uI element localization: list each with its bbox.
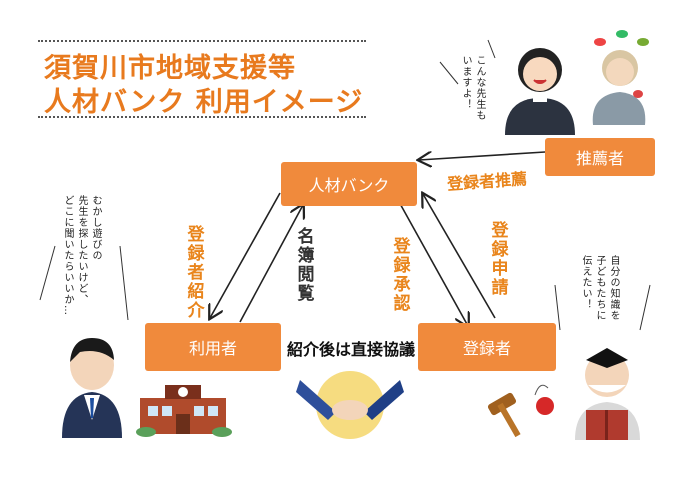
- elderly-woman-icon: [592, 30, 649, 125]
- label-apply: 登録申請: [491, 221, 509, 298]
- label-approve: 登録承認: [393, 237, 411, 314]
- speech-teacher: こんな先生も いますよ！: [460, 55, 485, 121]
- center-note: 紹介後は直接協議: [287, 340, 416, 359]
- label-browse: 名簿閲覧: [297, 227, 315, 304]
- elderly-man-professor-icon: [575, 348, 640, 440]
- arrow-bank-to-user: [210, 192, 281, 318]
- speech-elder: 自分の知識を 子どもたちに 伝えたい！: [580, 255, 619, 321]
- node-bank: 人材バンク: [281, 162, 417, 206]
- gavel-kendama-icon: [487, 384, 554, 438]
- school-building-icon: [136, 385, 232, 437]
- teacher-icon: [505, 48, 575, 135]
- arrow-registrant-to-bank: [423, 194, 496, 319]
- arrow-bank-to-registrant: [397, 199, 468, 326]
- title-line-1: 須賀川市地域支援等: [44, 53, 296, 84]
- node-user: 利用者: [145, 323, 281, 371]
- title-line-2: 人材バンク 利用イメージ: [44, 87, 364, 118]
- title-bottom-rule: [38, 116, 366, 118]
- arrow-recommender-to-bank: [419, 151, 546, 160]
- title-top-rule: [38, 40, 366, 42]
- label-introduce: 登録者紹介: [187, 225, 205, 321]
- node-recommender: 推薦者: [545, 138, 655, 176]
- arrow-user-to-bank: [239, 205, 303, 323]
- speech-user: むかし遊びの 先生を探したいけど、 どこに聞いたらいいか…: [62, 195, 101, 316]
- businessman-icon: [62, 338, 122, 438]
- handshake-icon: [296, 371, 404, 439]
- node-registrant: 登録者: [418, 323, 556, 371]
